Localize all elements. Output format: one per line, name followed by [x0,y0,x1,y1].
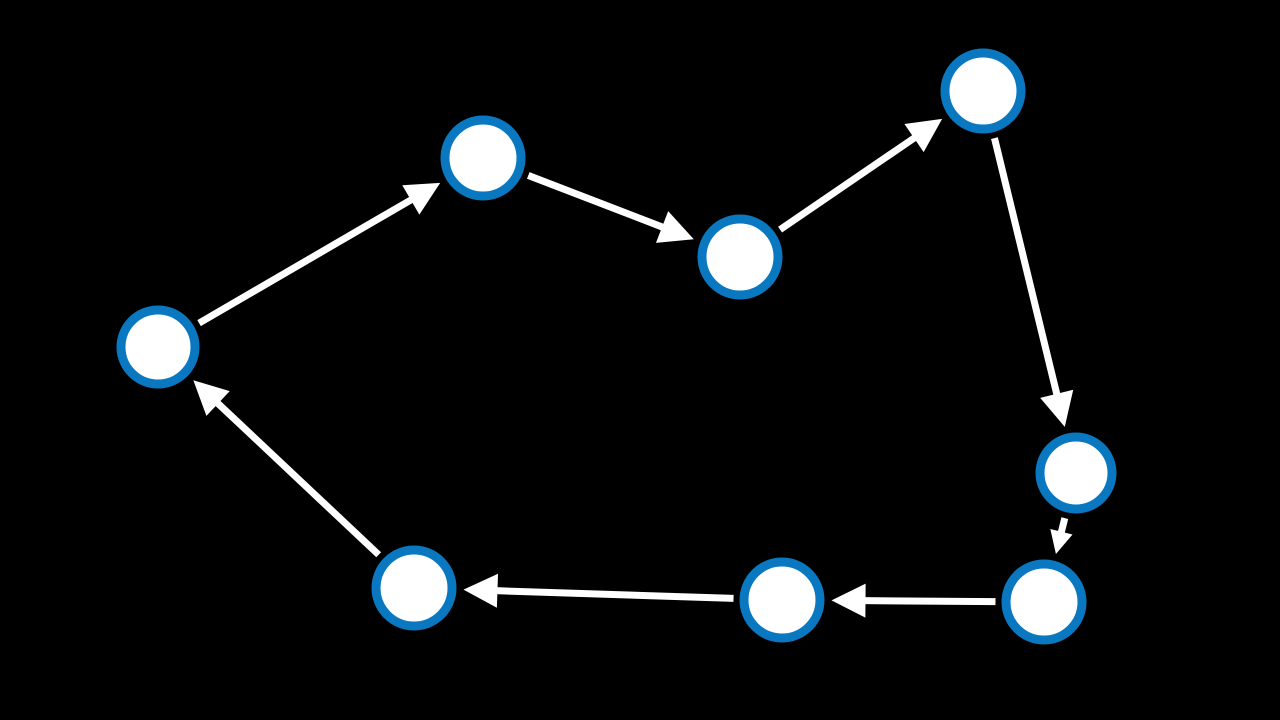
graph-edge-n6-to-n7 [863,597,996,606]
graph-node-n3[interactable] [697,214,783,300]
graph-edge-n8-to-n1 [214,399,382,558]
graph-edge-n5-to-n6 [1057,517,1069,535]
graph-edge-n2-to-n3 [527,172,666,231]
graph-node-n4[interactable] [940,48,1026,134]
graph-node-n7[interactable] [739,557,825,643]
graph-edge-n3-to-n4 [778,134,918,233]
arrowhead-icon [1050,528,1073,554]
arrowhead-icon [904,118,943,153]
graph-edge-n7-to-n8 [495,587,734,602]
graph-node-n1[interactable] [116,305,200,389]
graph-edge-n1-to-n2 [197,195,415,327]
graph-node-n5[interactable] [1035,432,1117,514]
arrowhead-icon [193,380,230,416]
graph-node-n6[interactable] [1001,559,1087,645]
arrowhead-icon [463,573,499,608]
arrowhead-icon [655,211,694,243]
edges-layer [193,118,1074,618]
nodes-layer [116,48,1117,645]
graph-edge-n4-to-n5 [991,137,1061,397]
arrowhead-icon [831,583,866,618]
graph-node-n2[interactable] [440,115,526,201]
arrowhead-icon [402,182,441,215]
graph-node-n8[interactable] [371,545,457,631]
arrowhead-icon [1040,389,1074,427]
